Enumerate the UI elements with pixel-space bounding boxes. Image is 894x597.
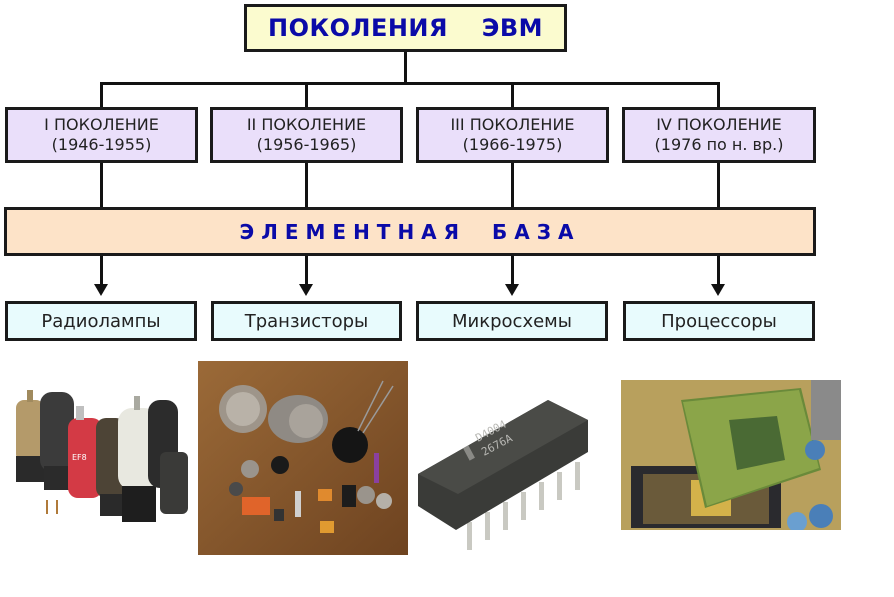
generation-label: III ПОКОЛЕНИЕ [450, 115, 575, 134]
connector-line [100, 82, 103, 107]
generation-period: (1946-1955) [51, 135, 152, 154]
cpu-chip [681, 388, 821, 508]
generation-box-3: III ПОКОЛЕНИЕ (1966-1975) [416, 107, 609, 163]
connector-line [305, 82, 308, 107]
generation-period: (1976 по н. вр.) [654, 135, 784, 154]
connector-line [305, 163, 308, 207]
vacuum-tube: EF8 [68, 406, 102, 498]
element-box-radiolamps: Радиолампы [5, 301, 197, 341]
arrow-down-icon [505, 284, 519, 296]
arrow-line [717, 256, 720, 286]
generation-box-2: II ПОКОЛЕНИЕ (1956-1965) [210, 107, 403, 163]
element-label: Микросхемы [452, 310, 572, 332]
arrow-down-icon [711, 284, 725, 296]
connector-line [717, 82, 720, 107]
diagram-title: ПОКОЛЕНИЯ ЭВМ [268, 14, 543, 42]
transistor [242, 453, 392, 533]
vacuum-tube [160, 452, 188, 514]
vacuum-tube [16, 390, 44, 482]
arrow-line [305, 256, 308, 286]
heatsink [811, 380, 841, 440]
chip-pins [467, 462, 580, 550]
transistor [268, 395, 328, 443]
connector-line [511, 163, 514, 207]
transistor [219, 385, 267, 433]
arrow-line [511, 256, 514, 286]
integrated-circuit-photo: D4004 2676A [412, 372, 592, 552]
arrow-down-icon [299, 284, 313, 296]
transistor [332, 380, 394, 463]
vacuum-tubes-photo: EF8 [10, 370, 190, 530]
element-label: Процессоры [661, 310, 777, 332]
processor-photo [621, 380, 841, 530]
vacuum-tube [40, 392, 74, 514]
generation-box-4: IV ПОКОЛЕНИЕ (1976 по н. вр.) [622, 107, 816, 163]
element-box-microchips: Микросхемы [416, 301, 608, 341]
transistor [229, 456, 289, 496]
connector-line [511, 82, 514, 107]
connector-line [404, 52, 407, 84]
element-box-processors: Процессоры [623, 301, 815, 341]
diagram-title-box: ПОКОЛЕНИЯ ЭВМ [244, 4, 567, 52]
capacitor [787, 440, 833, 530]
svg-text:EF8: EF8 [72, 453, 87, 462]
generation-box-1: I ПОКОЛЕНИЕ (1946-1955) [5, 107, 198, 163]
element-box-transistors: Транзисторы [211, 301, 402, 341]
element-label: Радиолампы [41, 310, 161, 332]
transistors-photo [198, 361, 408, 555]
connector-line [100, 163, 103, 207]
generation-period: (1966-1975) [462, 135, 563, 154]
element-label: Транзисторы [244, 310, 369, 332]
generation-label: IV ПОКОЛЕНИЕ [656, 115, 782, 134]
element-base-box: ЭЛЕМЕНТНАЯ БАЗА [4, 207, 816, 256]
generation-label: II ПОКОЛЕНИЕ [246, 115, 367, 134]
generation-period: (1956-1965) [256, 135, 357, 154]
connector-line [100, 82, 720, 85]
arrow-down-icon [94, 284, 108, 296]
arrow-line [100, 256, 103, 286]
generation-label: I ПОКОЛЕНИЕ [44, 115, 159, 134]
connector-line [717, 163, 720, 207]
element-base-label: ЭЛЕМЕНТНАЯ БАЗА [239, 219, 581, 244]
